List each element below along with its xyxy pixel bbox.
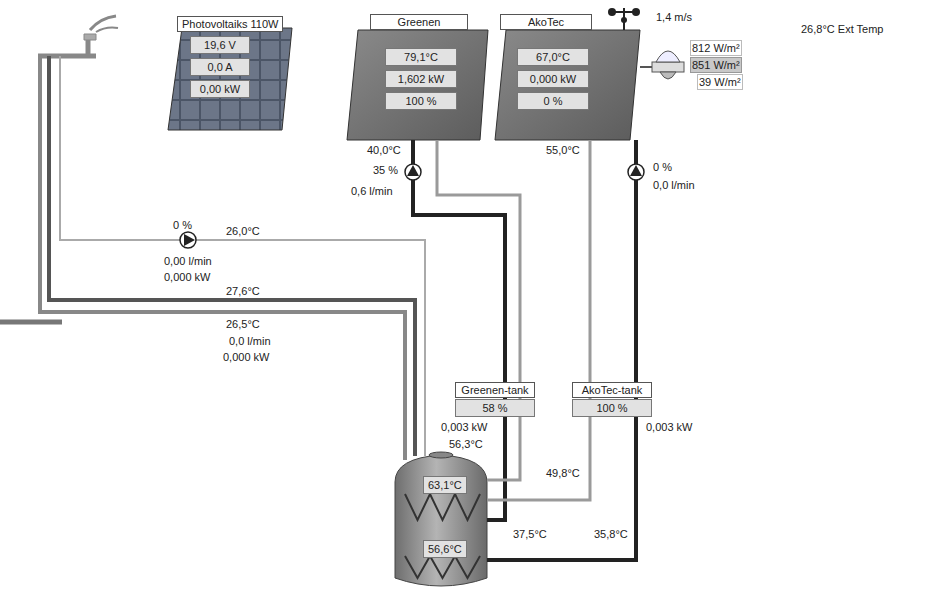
value-readout: 100 % [572,399,652,417]
pv-panel-node: Photovoltaiks 110W 19,6 V 0,0 A 0,00 kW [165,12,295,132]
measurement-label: 851 W/m² [690,57,742,73]
measurement-label: 0,0 l/min [652,178,696,192]
tank-gauge-box: Greenen-tank58 % [455,382,535,416]
value-readout: 0,00 kW [190,80,250,98]
anemometer-symbol [608,8,640,30]
measurement-label: 0,000 kW [222,350,270,364]
pipe-connector [437,140,520,480]
measurement-label: 0,003 kW [645,420,693,434]
value-readout: 79,1°C [385,48,457,66]
pipe [40,56,405,460]
pipe [60,56,425,456]
collector-node: Greenen 79,1°C 1,602 kW 100 % [345,12,490,140]
pipe-connector [413,140,505,520]
value-readout: 0,000 kW [517,70,589,88]
pyranometer-symbol [640,51,684,79]
collector-panel [347,30,488,140]
value-readout: 56,6°C [423,540,467,558]
pipe [49,56,415,456]
measurement-label: 56,3°C [448,437,484,451]
pv-panel [168,28,292,130]
pump-symbol [405,164,421,180]
measurement-label: 27,6°C [225,284,261,298]
pipe-connector [487,140,636,560]
collector-node: AkoTec 67,0°C 0,000 kW 0 % [495,12,640,140]
node-title: AkoTec [500,14,592,30]
pump-symbol [628,164,644,180]
node-title: Greenen [370,14,468,30]
measurement-label: 37,5°C [512,527,548,541]
value-readout: 67,0°C [517,48,589,66]
measurement-label: 0,00 l/min [163,254,213,268]
measurement-label: 40,0°C [366,143,402,157]
pipe [0,320,62,325]
measurement-label: 0,6 l/min [350,184,394,198]
pump-symbol [180,232,196,248]
measurement-label: 39 W/m² [697,74,743,90]
heat-exchanger-coil [405,494,480,578]
measurement-label: 0,003 kW [440,420,488,434]
measurement-label: 26,0°C [225,224,261,238]
measurement-label: 49,8°C [545,466,581,480]
node-title: AkoTec-tank [572,382,652,398]
value-readout: 0 % [517,92,589,110]
pipe-connector [487,140,590,500]
value-readout: 1,602 kW [385,70,457,88]
value-readout: 100 % [385,92,457,110]
measurement-label: 0,000 kW [163,270,211,284]
measurement-label: 26,5°C [225,317,261,331]
measurement-label: 26,8°C Ext Temp [800,22,884,36]
measurement-label: 1,4 m/s [655,10,693,24]
value-readout: 63,1°C [423,476,467,494]
measurement-label: 812 W/m² [690,40,742,56]
faucet-symbol [38,16,118,56]
measurement-label: 35,8°C [593,527,629,541]
storage-tank [395,455,487,586]
value-readout: 0,0 A [190,58,250,76]
measurement-label: 0 % [652,160,673,174]
value-readout: 19,6 V [190,36,250,54]
storage-tank-node: 63,1°C 56,6°C [395,456,487,592]
tank-gauge-box: AkoTec-tank100 % [572,382,652,416]
measurement-label: 55,0°C [545,143,581,157]
node-title: Greenen-tank [455,382,535,398]
measurement-label: 0 % [172,218,193,232]
collector-panel [495,30,640,140]
value-readout: 58 % [455,399,535,417]
node-title: Photovoltaiks 110W [177,16,283,32]
measurement-label: 0,0 l/min [228,334,272,348]
measurement-label: 35 % [372,163,399,177]
